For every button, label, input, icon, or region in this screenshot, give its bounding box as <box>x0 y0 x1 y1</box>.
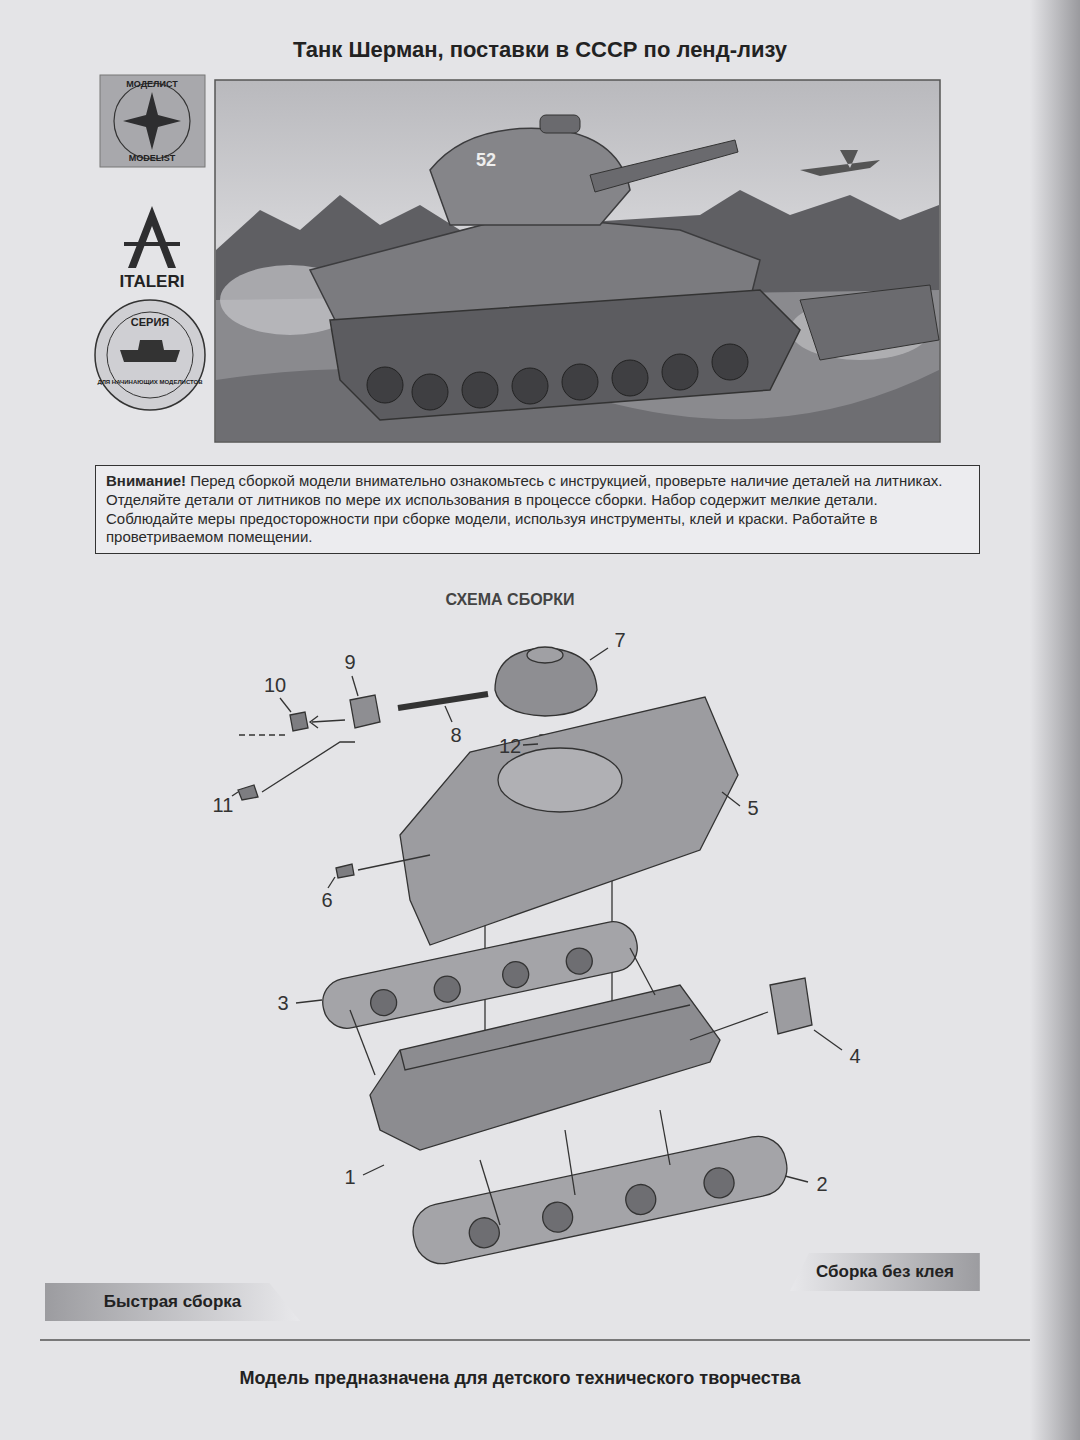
box-art <box>215 80 940 442</box>
assembly-artwork <box>232 647 842 1269</box>
callout-number: 5 <box>747 797 758 820</box>
seal-text: СЕРИЯ <box>131 316 169 328</box>
warning-heading: Внимание! <box>106 472 186 489</box>
brand-name: ITALERI <box>120 272 185 292</box>
banner-text: Быстрая сборка <box>104 1292 241 1312</box>
warning-text: Перед сборкой модели внимательно ознаком… <box>106 472 942 545</box>
logo-text: MODELIST <box>129 153 176 163</box>
callout-number: 7 <box>614 629 625 652</box>
callout-number: 11 <box>213 794 234 817</box>
rule-line <box>40 1339 1030 1341</box>
warning-box: Внимание! Перед сборкой модели вниматель… <box>95 465 980 554</box>
callout-number: 8 <box>450 724 461 747</box>
callout-number: 10 <box>264 674 286 697</box>
callout-number: 1 <box>344 1166 355 1189</box>
footer-note: Модель предназначена для детского технич… <box>240 1368 801 1389</box>
callout-number: 6 <box>321 889 332 912</box>
logo-text: МОДЕЛИСТ <box>126 79 177 89</box>
callout-number: 4 <box>849 1045 860 1068</box>
logo-artwork <box>95 75 205 410</box>
paper-edge <box>1030 0 1080 1440</box>
callout-number: 3 <box>277 992 288 1015</box>
page-title: Танк Шерман, поставки в СССР по ленд-лиз… <box>293 37 787 63</box>
banner-text: Сборка без клея <box>816 1262 954 1282</box>
banner-band: Быстрая сборка <box>45 1283 300 1321</box>
callout-number: 2 <box>816 1173 827 1196</box>
section-heading: СХЕМА СБОРКИ <box>445 591 574 609</box>
callout-number: 9 <box>344 651 355 674</box>
banner-band: Сборка без клея <box>790 1253 980 1291</box>
seal-text: ДЛЯ НАЧИНАЮЩИХ МОДЕЛИСТОВ <box>97 379 202 385</box>
warning-paragraph: Внимание! Перед сборкой модели вниматель… <box>106 472 969 547</box>
callout-number: 12 <box>499 735 521 758</box>
tank-number: 52 <box>476 150 496 171</box>
